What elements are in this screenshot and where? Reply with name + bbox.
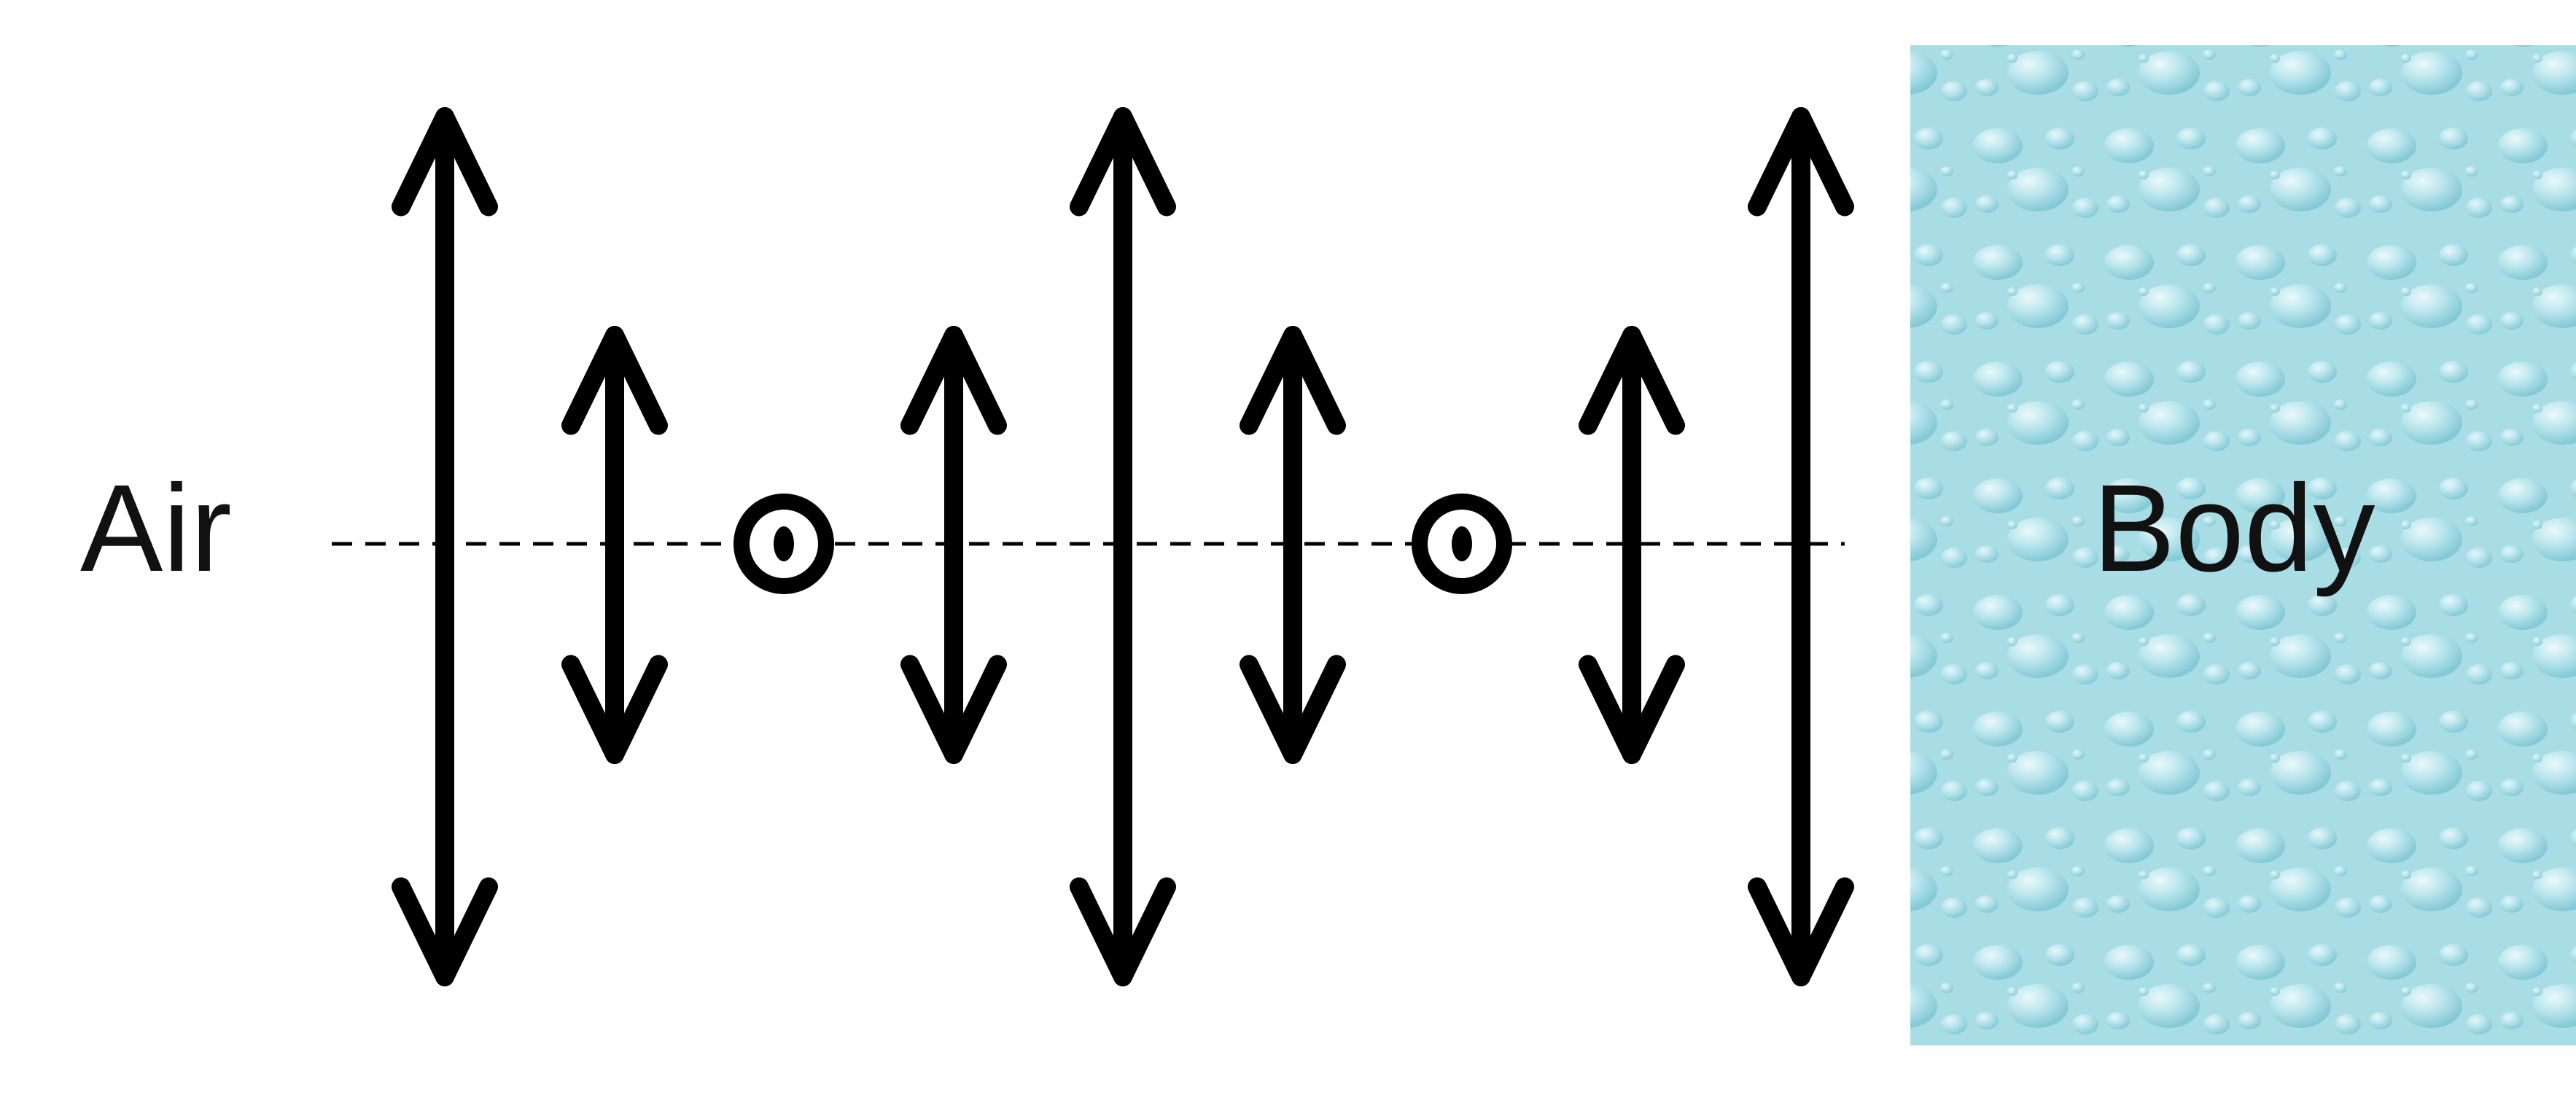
body-medium-block (1910, 45, 2576, 1045)
large-double-arrow-icon (1070, 107, 1176, 986)
air-label: Air (80, 459, 232, 598)
small-double-arrow-icon (1579, 326, 1685, 764)
large-double-arrow-icon (392, 107, 498, 986)
large-double-arrow-icon (1748, 107, 1854, 986)
wave-components (392, 107, 1854, 986)
small-double-arrow-icon (1240, 326, 1346, 764)
body-label: Body (2093, 459, 2375, 598)
out-of-page-vector-icon (1412, 494, 1512, 594)
small-double-arrow-icon (900, 326, 1007, 764)
small-double-arrow-icon (561, 326, 668, 764)
out-of-page-vector-icon (734, 494, 834, 594)
